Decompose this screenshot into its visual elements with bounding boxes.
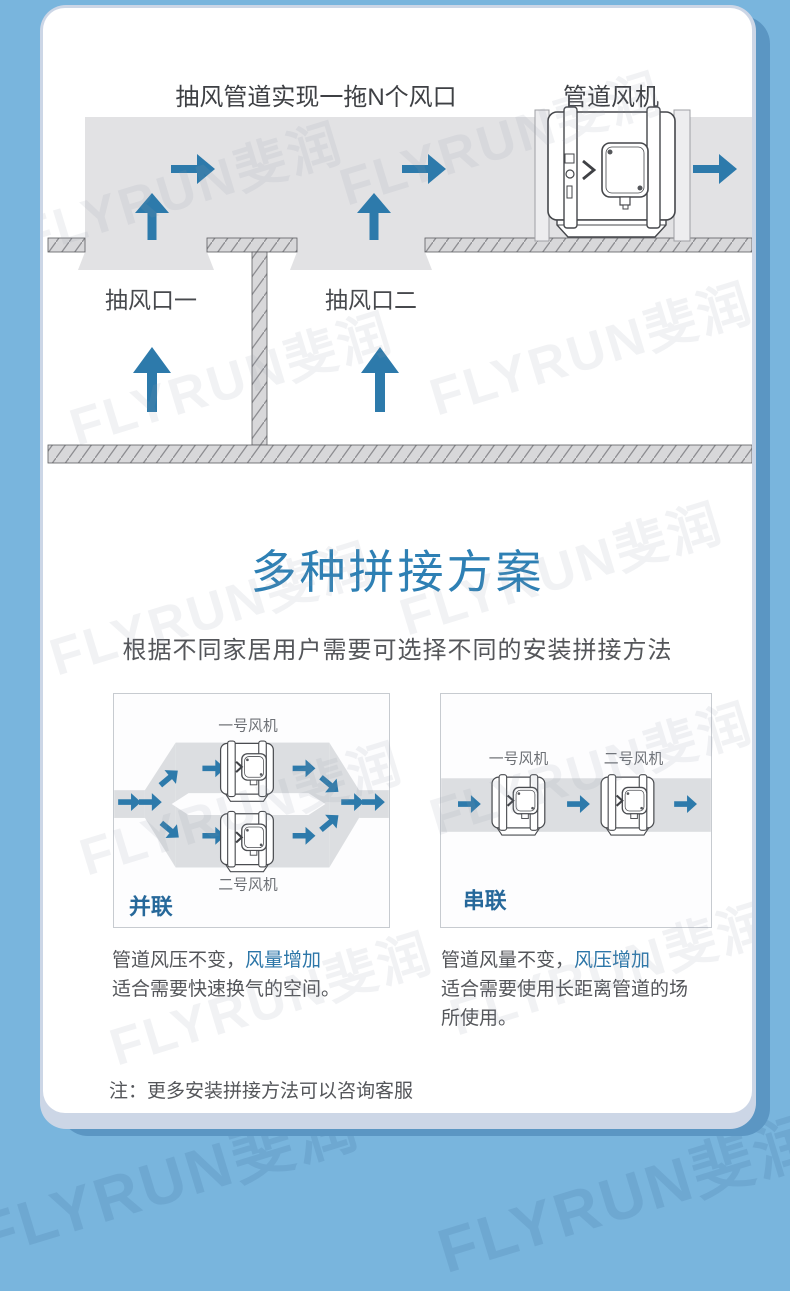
parallel-description: 管道风压不变，风量增加 适合需要快速换气的空间。 bbox=[112, 946, 372, 1004]
arrow-up-icon bbox=[357, 193, 391, 240]
duct-fan-label: 管道风机 bbox=[563, 84, 659, 111]
serial-fan2-label: 二号风机 bbox=[604, 750, 664, 767]
serial-desc-highlight: 风压增加 bbox=[574, 950, 651, 971]
parallel-desc-text: 管道风压不变， bbox=[112, 950, 246, 971]
service-note: 注：更多安装拼接方法可以咨询客服 bbox=[109, 1081, 414, 1102]
parallel-airflow-arrows bbox=[118, 759, 385, 845]
parallel-desc-line2: 适合需要快速换气的空间。 bbox=[112, 979, 341, 1000]
serial-airflow-arrows bbox=[458, 795, 697, 813]
parallel-fan2-label: 二号风机 bbox=[218, 876, 278, 893]
serial-desc-text: 管道风量不变， bbox=[441, 950, 575, 971]
section-subtitle: 根据不同家居用户需要可选择不同的安装拼接方法 bbox=[122, 637, 673, 664]
arrow-up-icon bbox=[133, 347, 171, 412]
serial-mode-label: 串联 bbox=[463, 888, 507, 913]
parallel-mode-label: 并联 bbox=[129, 894, 173, 919]
arrow-up-icon bbox=[361, 347, 399, 412]
duct-diagram-title: 抽风管道实现一拖N个风口 bbox=[175, 84, 456, 111]
fan-1-illustration bbox=[219, 739, 275, 803]
parallel-fan1-label: 一号风机 bbox=[218, 718, 278, 735]
floor bbox=[47, 444, 752, 464]
fan-2-illustration bbox=[600, 773, 655, 837]
duct-fan-illustration bbox=[534, 106, 691, 242]
arrow-right-icon bbox=[402, 154, 446, 184]
serial-diagram: 一号风机 二号风机 串联 bbox=[441, 750, 711, 913]
airflow-arrows bbox=[133, 154, 737, 412]
arrow-right-icon bbox=[171, 154, 215, 184]
arrow-right-icon bbox=[693, 154, 737, 184]
serial-description: 管道风量不变，风压增加 适合需要使用长距离管道的场所使用。 bbox=[441, 946, 701, 1033]
serial-desc-line2: 适合需要使用长距离管道的场所使用。 bbox=[441, 979, 689, 1029]
duct-system-diagram: 抽风管道实现一拖N个风口 管道风机 抽风口一 抽风口二 bbox=[47, 84, 752, 464]
parallel-connection-panel: 一号风机 二号风机 并联 bbox=[113, 693, 390, 928]
content-card: FLYRUN斐润 FLYRUN斐润 FLYRUN斐润 FLYRUN斐润 FLYR… bbox=[43, 8, 752, 1113]
fan-2-illustration bbox=[219, 810, 275, 873]
serial-connection-panel: 一号风机 二号风机 串联 bbox=[440, 693, 712, 928]
parallel-diagram: 一号风机 二号风机 并联 bbox=[114, 718, 389, 919]
fan-1-illustration bbox=[491, 773, 546, 837]
vent1-label: 抽风口一 bbox=[105, 287, 197, 313]
arrow-up-icon bbox=[135, 193, 169, 240]
serial-fan1-label: 一号风机 bbox=[489, 750, 549, 767]
section-title: 多种拼接方案 bbox=[250, 546, 545, 598]
duct-split-island bbox=[171, 793, 326, 815]
interior-wall bbox=[251, 251, 268, 446]
vent2-label: 抽风口二 bbox=[325, 287, 417, 313]
ceiling bbox=[47, 237, 752, 253]
parallel-desc-highlight: 风量增加 bbox=[245, 950, 322, 971]
